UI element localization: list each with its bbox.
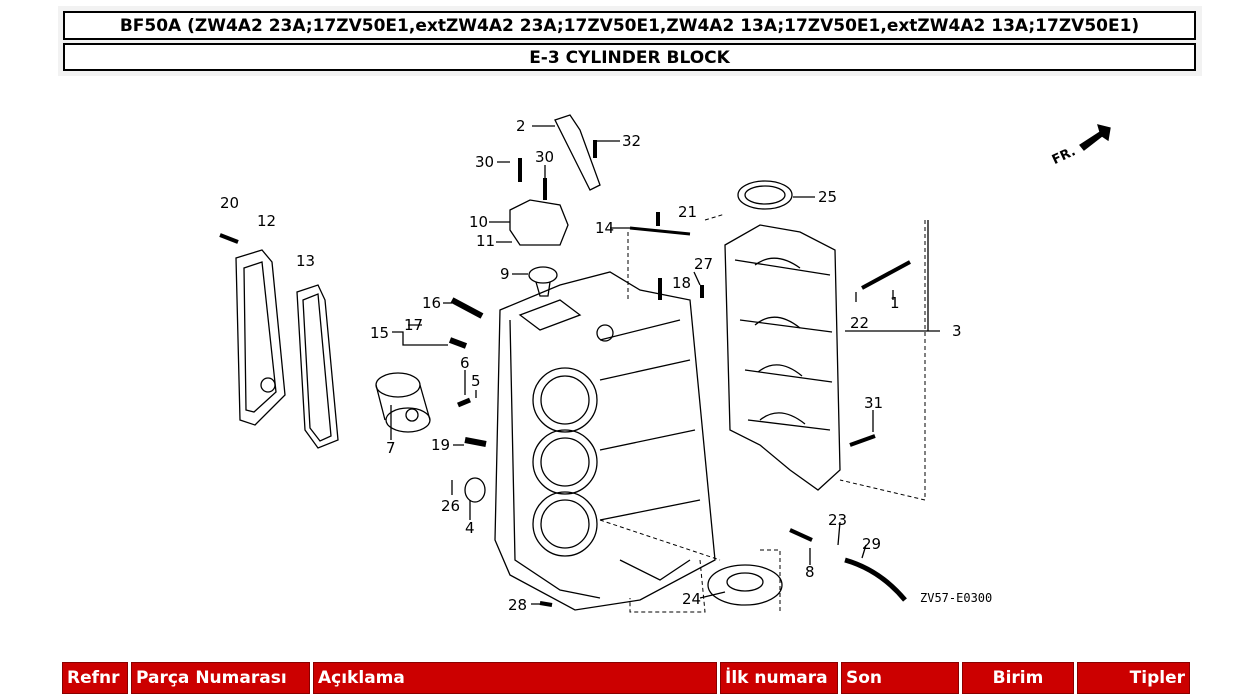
callout-14: 14 <box>595 219 614 237</box>
callout-30b: 30 <box>535 148 554 166</box>
col-refnr[interactable]: Refnr <box>62 662 128 694</box>
gasket-drawing <box>296 284 339 449</box>
model-title: BF50A (ZW4A2 23A;17ZV50E1,extZW4A2 23A;1… <box>63 11 1196 40</box>
col-unit[interactable]: Birim <box>962 662 1074 694</box>
oil-filter-drawing <box>375 372 431 433</box>
cylinder-block-drawing <box>494 271 716 611</box>
callout-27: 27 <box>694 255 713 273</box>
callout-18: 18 <box>672 274 691 292</box>
callout-30a: 30 <box>475 153 494 171</box>
callout-23: 23 <box>828 511 847 529</box>
callout-21: 21 <box>678 203 697 221</box>
front-label: FR. <box>1050 144 1078 168</box>
callout-26: 26 <box>441 497 460 515</box>
hose-drawing <box>844 557 907 602</box>
callout-22: 22 <box>850 314 869 332</box>
callout-32: 32 <box>622 132 641 150</box>
callout-8: 8 <box>805 563 815 581</box>
col-description[interactable]: Açıklama <box>313 662 717 694</box>
callout-25: 25 <box>818 188 837 206</box>
callout-4: 4 <box>465 519 475 537</box>
callout-9: 9 <box>500 265 510 283</box>
callout-labels: 1 2 3 4 5 6 7 8 9 10 11 12 13 14 15 16 1… <box>220 117 962 614</box>
callout-28: 28 <box>508 596 527 614</box>
callout-7: 7 <box>386 439 396 457</box>
callout-6: 6 <box>460 354 470 372</box>
callout-20: 20 <box>220 194 239 212</box>
oil-seal-drawing <box>737 180 793 210</box>
diagram-code: ZV57-E0300 <box>920 591 992 605</box>
col-last[interactable]: Son <box>841 662 959 694</box>
callout-5: 5 <box>471 372 481 390</box>
col-part-number[interactable]: Parça Numarası <box>131 662 310 694</box>
callout-11: 11 <box>476 232 495 250</box>
bearing-drawing <box>707 564 783 606</box>
callout-2: 2 <box>516 117 526 135</box>
callout-31: 31 <box>864 394 883 412</box>
callout-1: 1 <box>890 294 900 312</box>
callout-29: 29 <box>862 535 881 553</box>
callout-10: 10 <box>469 213 488 231</box>
callout-15: 15 <box>370 324 389 342</box>
callout-3: 3 <box>952 322 962 340</box>
section-title: E-3 CYLINDER BLOCK <box>63 43 1196 71</box>
callout-19: 19 <box>431 436 450 454</box>
bracket-drawing <box>554 114 601 191</box>
col-types[interactable]: Tipler <box>1077 662 1190 694</box>
thermostat-cover-drawing <box>509 199 569 246</box>
col-first-number[interactable]: İlk numara <box>720 662 838 694</box>
callout-17: 17 <box>404 316 423 334</box>
crankcase-drawing <box>724 224 841 491</box>
front-direction-arrow <box>1079 124 1111 151</box>
callout-12: 12 <box>257 212 276 230</box>
parts-table-header: Refnr Parça Numarası Açıklama İlk numara… <box>62 662 1190 694</box>
water-jacket-cover-drawing <box>235 249 286 426</box>
callout-24: 24 <box>682 590 701 608</box>
callout-16: 16 <box>422 294 441 312</box>
callout-13: 13 <box>296 252 315 270</box>
